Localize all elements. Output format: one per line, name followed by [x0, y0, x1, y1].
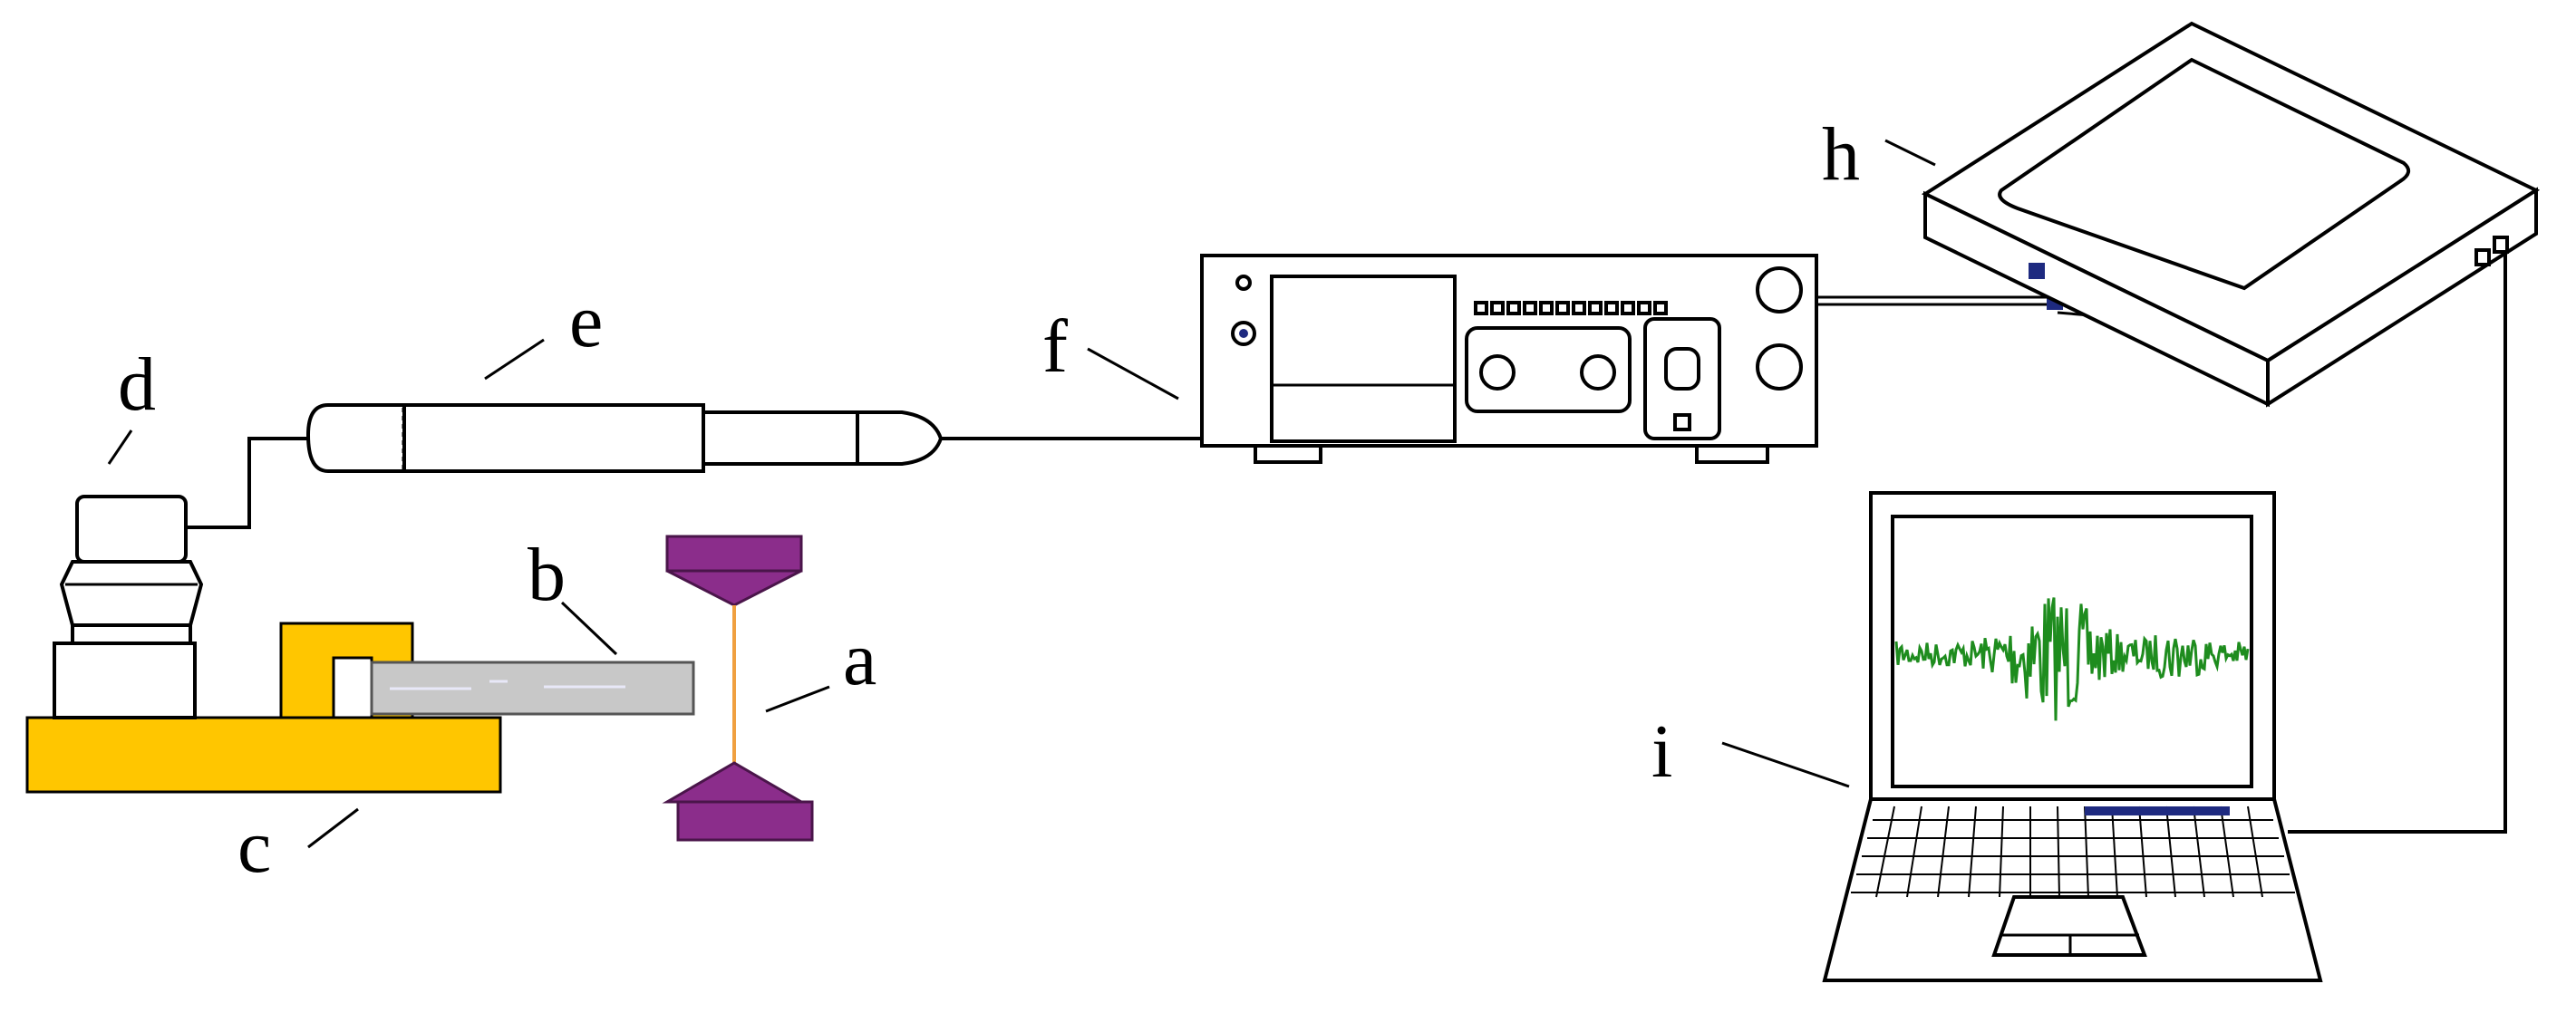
label-b: b — [528, 533, 566, 617]
label-h: h — [1822, 112, 1860, 197]
label-d: d — [118, 342, 156, 427]
label-e: e — [569, 279, 603, 363]
cable-sensor-to-preamp — [186, 437, 337, 529]
label-c: c — [237, 805, 271, 889]
lead-break-source-a — [662, 535, 814, 842]
label-i: i — [1651, 709, 1672, 794]
clamp-base-c — [25, 622, 502, 794]
specimen-b — [370, 661, 695, 716]
hub-h — [1921, 21, 2541, 408]
daq-unit-f — [1200, 254, 1818, 464]
laptop-i — [1822, 491, 2323, 982]
label-a: a — [843, 617, 876, 701]
preamplifier-e — [305, 403, 944, 473]
waveform-display — [1894, 597, 2250, 721]
label-f: f — [1042, 304, 1068, 389]
keyboard — [1851, 806, 2295, 898]
cable-hub-to-laptop — [2288, 252, 2507, 834]
sensor-d — [53, 495, 204, 719]
led-row — [1474, 301, 1668, 315]
